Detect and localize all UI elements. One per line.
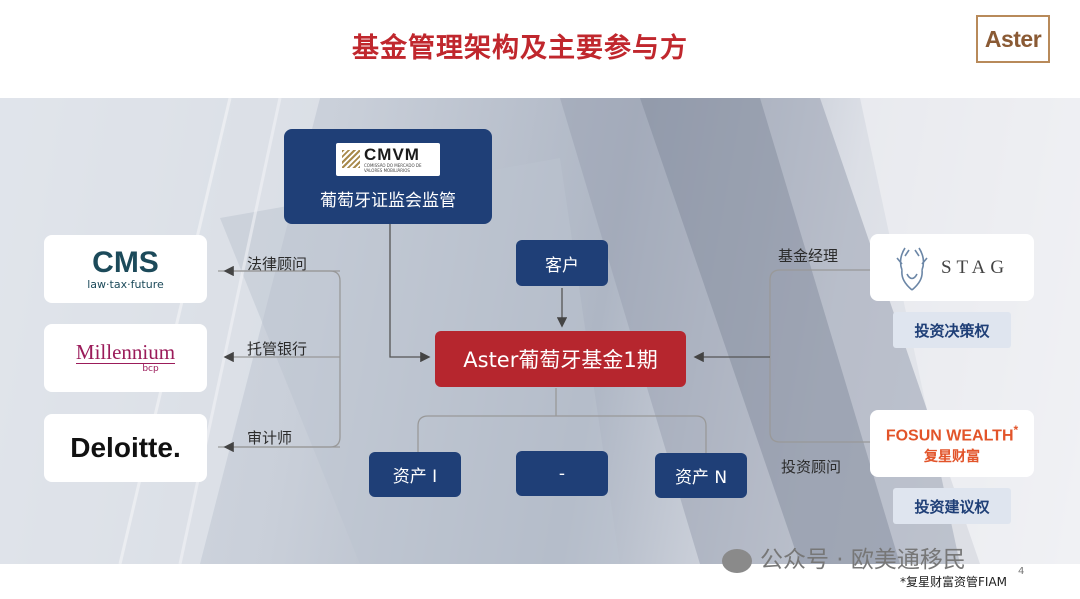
millennium-logo-card: Millennium bcp bbox=[44, 324, 207, 392]
page-title: 基金管理架构及主要参与方 bbox=[352, 33, 688, 64]
cmvm-logo-name: CMVM bbox=[364, 144, 420, 164]
millennium-logo-name: Millennium bbox=[75, 340, 176, 364]
asset-box-n: 资产 N bbox=[655, 453, 747, 498]
page-number: 4 bbox=[1018, 566, 1025, 577]
badge-advisory-right: 投资建议权 bbox=[893, 488, 1011, 524]
wechat-icon bbox=[722, 548, 752, 573]
deloitte-logo-card: Deloitte. bbox=[44, 414, 207, 482]
footnote: *复星财富资管FIAM bbox=[900, 575, 1008, 589]
relation-investment-advisor: 投资顾问 bbox=[781, 458, 842, 476]
watermark: 公众号 · 欧美通移民 bbox=[722, 540, 966, 574]
fosun-logo-name: FOSUN WEALTH bbox=[885, 427, 1014, 445]
watermark-text: 公众号 · 欧美通移民 bbox=[760, 547, 966, 573]
cmvm-logo: CMVM COMISSÃO DO MERCADO DE VALORES MOBI… bbox=[336, 142, 440, 176]
relation-fund-manager: 基金经理 bbox=[778, 247, 839, 265]
badge-decision-right: 投资决策权 bbox=[893, 312, 1011, 348]
regulator-box: CMVM COMISSÃO DO MERCADO DE VALORES MOBI… bbox=[284, 129, 492, 224]
client-box: 客户 bbox=[516, 240, 608, 286]
fosun-logo-card: FOSUN WEALTH* 复星财富 bbox=[870, 410, 1034, 477]
aster-logo: Aster bbox=[976, 15, 1050, 63]
fund-box: Aster葡萄牙基金1期 bbox=[435, 331, 686, 387]
deloitte-logo-name: Deloitte. bbox=[70, 432, 181, 463]
stag-logo-card: STAG bbox=[870, 234, 1034, 301]
footer-bar bbox=[0, 564, 1080, 599]
asset-box-ellipsis: - bbox=[516, 451, 608, 496]
stag-logo-name: STAG bbox=[940, 256, 1010, 278]
relation-auditor: 审计师 bbox=[247, 429, 293, 447]
asset-box-1: 资产 I bbox=[369, 452, 461, 497]
millennium-logo-tagline: bcp bbox=[142, 364, 159, 374]
fosun-logo-asterisk: * bbox=[1013, 423, 1019, 438]
cms-logo-tagline: law·tax·future bbox=[87, 277, 164, 291]
cmvm-logo-subtitle: COMISSÃO DO MERCADO DE VALORES MOBILIÁRI… bbox=[364, 162, 422, 173]
relation-legal: 法律顾问 bbox=[247, 255, 308, 273]
cmvm-emblem-icon bbox=[342, 150, 360, 168]
stag-antler-icon bbox=[896, 247, 928, 291]
relation-custodian: 托管银行 bbox=[247, 340, 308, 358]
regulator-label: 葡萄牙证监会监管 bbox=[320, 190, 456, 211]
fosun-logo-subname: 复星财富 bbox=[924, 448, 980, 465]
cms-logo-card: CMS law·tax·future bbox=[44, 235, 207, 303]
header-bar bbox=[0, 0, 1080, 98]
cms-logo-name: CMS bbox=[92, 245, 159, 279]
